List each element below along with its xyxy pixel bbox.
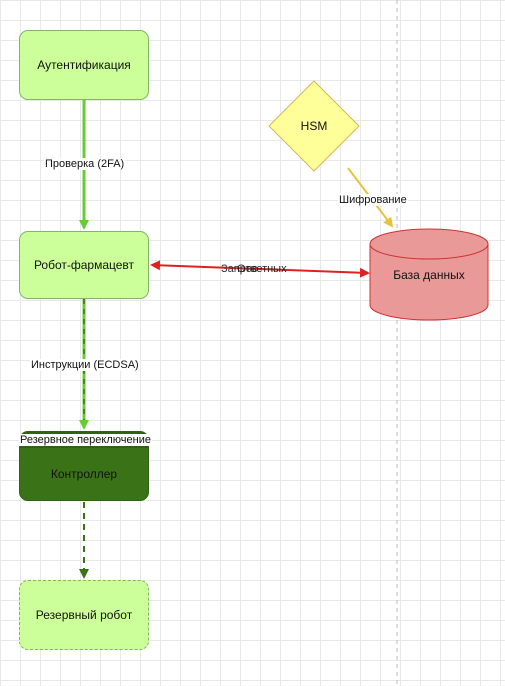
edge-label-encryption: Шифрование (338, 194, 408, 206)
auth-node-label: Аутентификация (37, 58, 131, 72)
controller-header-label: Резервное переключение (19, 434, 152, 446)
controller-body-label-box: Контроллер (20, 448, 148, 500)
edge-robot-db[interactable] (150, 260, 370, 278)
edge-label-request: Запрос (221, 263, 258, 275)
database-node-label: База данных (393, 268, 465, 282)
robot-pharmacist-node[interactable]: Робот-фармацевт (19, 231, 149, 299)
controller-label: Контроллер (50, 467, 118, 481)
edge-label-response-text: Ответ (237, 263, 268, 275)
hsm-node-shape[interactable] (268, 80, 360, 172)
edge-label-response-suffix: ных (267, 263, 287, 275)
database-node-shape[interactable] (369, 228, 489, 321)
edge-label-response: Ответных (237, 263, 287, 275)
auth-node[interactable]: Аутентификация (19, 30, 149, 100)
hsm-node-label: HSM (300, 119, 328, 133)
edge-label-ecdsa: Инструкции (ECDSA) (30, 359, 140, 371)
backup-robot-node[interactable]: Резервный робот (19, 580, 149, 650)
robot-node-label: Робот-фармацевт (33, 258, 135, 272)
database-node-label-box: База данных (370, 260, 488, 290)
edge-label-2fa: Проверка (2FA) (44, 158, 126, 170)
backup-robot-label: Резервный робот (35, 608, 133, 622)
hsm-node-label-box: HSM (284, 111, 344, 141)
